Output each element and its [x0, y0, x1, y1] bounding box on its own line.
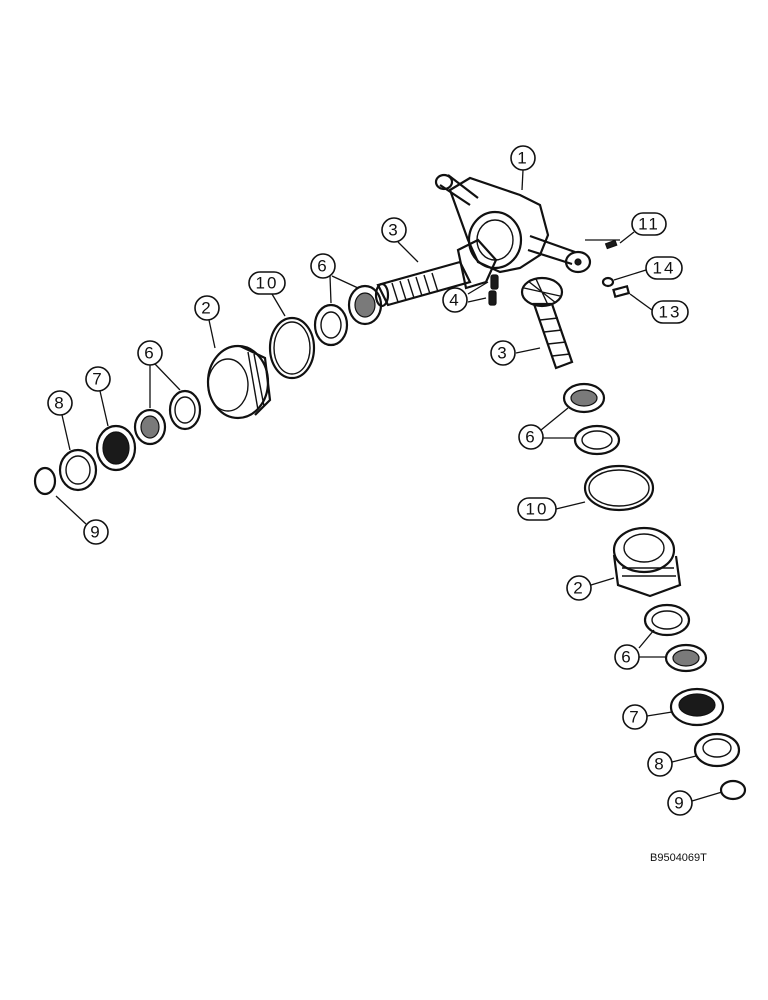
part-bearing-cone-right-lower: [664, 643, 708, 673]
part-shaft-upper: [374, 238, 498, 308]
callout-2-right-label: 2: [573, 579, 584, 598]
callout-13: 13: [629, 293, 689, 324]
callout-9-right: 9: [667, 790, 723, 816]
part-bearing-cone-left-upper: [347, 284, 383, 326]
callout-6-upper: 6: [310, 253, 359, 304]
callout-8-right-label: 8: [654, 755, 665, 774]
callout-10-left: 10: [248, 271, 286, 317]
callout-6-left-mid: 6: [137, 340, 181, 408]
part-fasteners: [585, 239, 631, 299]
part-threaded-adjuster-left: [206, 344, 272, 420]
callout-7-right: 7: [622, 704, 673, 730]
part-oring-right: [583, 464, 655, 512]
callout-3-lower-label: 3: [497, 344, 508, 363]
part-bearing-cup-right-lower: [643, 603, 691, 637]
reference-code: B9504069T: [650, 852, 707, 864]
callout-11-label: 11: [638, 215, 660, 234]
callout-9-left: 9: [55, 495, 109, 545]
part-bearing-cone-left-mid: [133, 408, 167, 446]
part-bearing-cup-left-mid: [168, 389, 202, 431]
callout-10-right: 10: [517, 497, 586, 521]
callout-8-right: 8: [647, 751, 697, 777]
callout-3-upper-label: 3: [388, 221, 399, 240]
callout-3-lower: 3: [490, 340, 541, 366]
callout-8-left-label: 8: [54, 394, 65, 413]
callout-3-upper: 3: [381, 217, 419, 263]
callout-7-left: 7: [85, 366, 111, 427]
part-pinion-lower: [520, 276, 574, 370]
callout-1: 1: [510, 145, 536, 191]
callout-6-upper-label: 6: [317, 257, 328, 276]
callout-6-right-upper-label: 6: [525, 428, 536, 447]
callout-14: 14: [613, 256, 683, 281]
part-seal-right: [669, 687, 725, 727]
callout-2-left-label: 2: [201, 299, 212, 318]
part-ring-right: [693, 732, 741, 768]
callout-7-left-label: 7: [92, 370, 103, 389]
part-bearing-cup-right-upper: [573, 424, 621, 456]
part-housing-arm: [434, 173, 592, 274]
callout-6-left-mid-label: 6: [144, 344, 155, 363]
callout-13-label: 13: [659, 303, 682, 322]
callout-10-left-label: 10: [256, 274, 279, 293]
callout-7-right-label: 7: [629, 708, 640, 727]
part-threaded-adjuster-right: [612, 526, 682, 598]
callout-10-right-label: 10: [526, 500, 549, 519]
callout-8-left: 8: [47, 390, 73, 451]
callout-4-label: 4: [449, 291, 460, 310]
callout-6-right-upper: 6: [518, 407, 576, 450]
part-snap-ring-right: [719, 779, 747, 801]
callout-2-left: 2: [194, 295, 220, 349]
part-bearing-cone-right-upper: [562, 382, 606, 414]
part-bearing-cup-left-upper: [313, 303, 349, 347]
callout-4: 4: [442, 281, 489, 313]
callout-1-label: 1: [517, 149, 528, 168]
part-snap-ring-left: [33, 466, 57, 496]
callout-14-label: 14: [653, 259, 676, 278]
part-pins: [488, 274, 499, 306]
part-seal-left: [95, 424, 137, 472]
callout-6-right-lower: 6: [614, 629, 666, 670]
callout-11: 11: [619, 212, 667, 244]
callout-9-left-label: 9: [90, 523, 101, 542]
callout-6-right-lower-label: 6: [621, 648, 632, 667]
callout-9-right-label: 9: [674, 794, 685, 813]
part-oring-left: [268, 316, 316, 380]
callout-2-right: 2: [566, 575, 615, 601]
part-ring-left: [58, 448, 98, 492]
